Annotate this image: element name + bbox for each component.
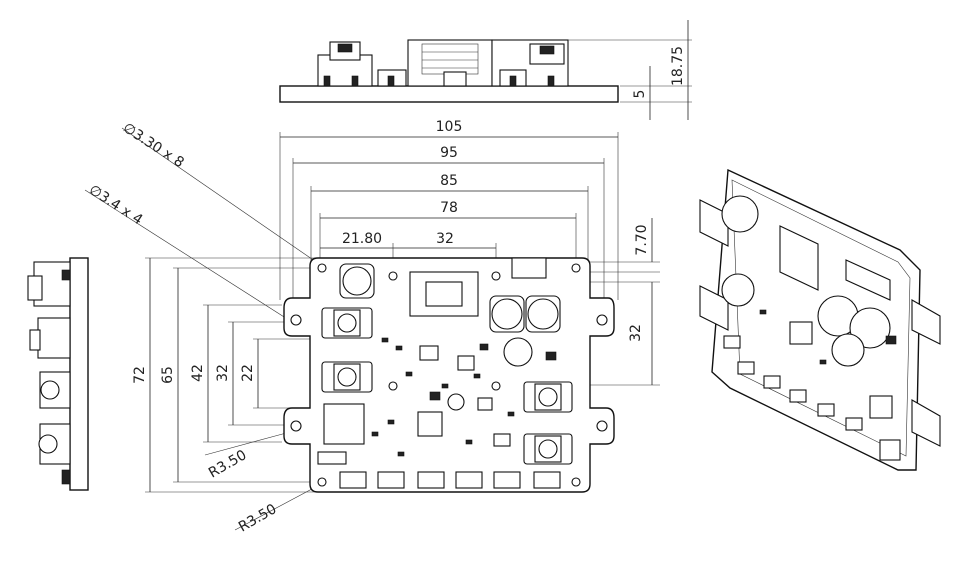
isometric-view [699,168,941,471]
dim-width-78: 78 [440,200,458,216]
side-view-left [27,257,89,491]
dim-height-pcb: 5 [632,90,648,99]
dim-height-32-left: 32 [215,364,231,382]
dim-spacing-32-top: 32 [436,231,454,247]
dim-hole-large: ∅3.30 x 8 [120,120,187,171]
height-dimensions: 18.75 5 [568,20,692,120]
width-dimensions: 105 95 85 78 21.80 32 [279,119,619,318]
dim-radius-upper: R3.50 [206,447,249,481]
pcb-top-view [283,257,615,493]
dim-hole-small: ∅3.4 x 4 [86,182,146,228]
left-dimensions: 72 65 42 32 22 [132,257,320,493]
side-view-top [279,39,619,103]
dim-width-95: 95 [440,145,458,161]
dim-offset-21-80: 21.80 [342,231,382,247]
dim-height-22: 22 [240,364,256,382]
dim-spacing-32-right: 32 [628,324,644,342]
dim-width-105: 105 [436,119,463,135]
dim-width-85: 85 [440,173,458,189]
dim-height-72: 72 [132,366,148,384]
dim-height-total: 18.75 [670,46,686,86]
dim-height-42: 42 [190,364,206,382]
dim-height-65: 65 [160,366,176,384]
dim-offset-7-70: 7.70 [634,224,650,255]
dim-radius-lower: R3.50 [236,501,279,535]
